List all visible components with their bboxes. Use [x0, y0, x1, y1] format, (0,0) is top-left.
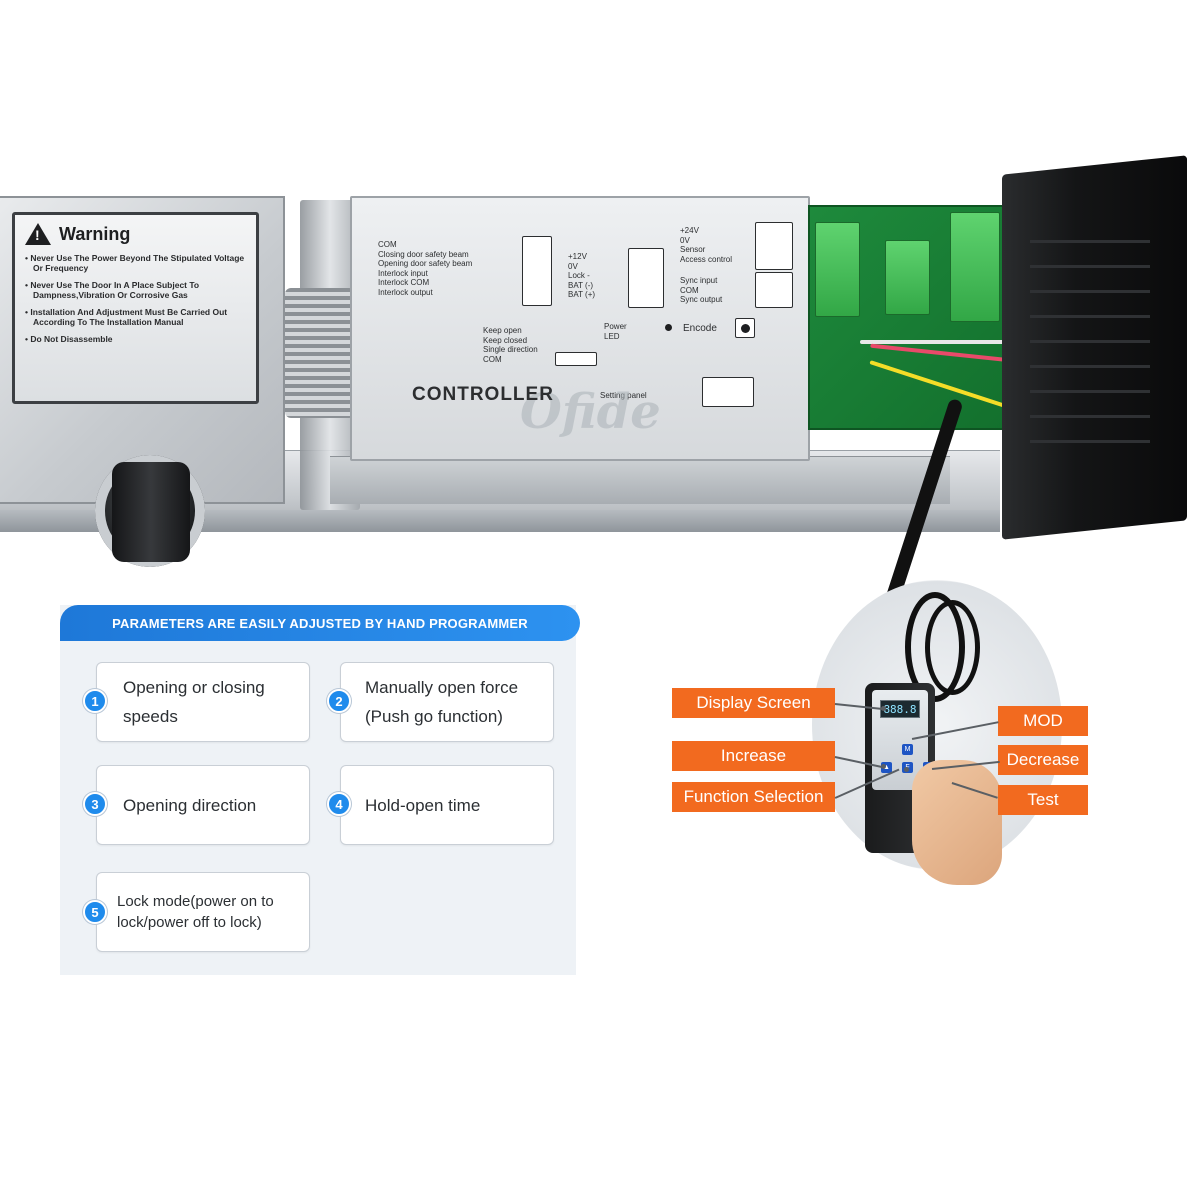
pin-label: COM [680, 285, 699, 295]
encode-label: Encode [683, 323, 717, 334]
pin-label: COM [483, 354, 502, 364]
pin-label: Lock - [568, 271, 590, 280]
pin-label: Sync output [680, 295, 723, 304]
pin-label: Keep open [483, 326, 522, 335]
mod-button[interactable]: M [902, 744, 913, 755]
terminal-connector [755, 222, 793, 270]
warning-item: • Installation And Adjustment Must Be Ca… [25, 307, 228, 327]
cover-fins [1030, 240, 1150, 443]
pin-label: COM [378, 240, 397, 249]
pin-label: Interlock COM [378, 278, 430, 287]
leader-dot [904, 767, 909, 772]
pin-labels-power: +12V 0V Lock - BAT (-) BAT (+) [568, 252, 595, 300]
label-test: Test [998, 785, 1088, 815]
label-increase: Increase [672, 741, 835, 771]
feature-number-badge: 2 [327, 689, 351, 713]
cable-loop [925, 600, 980, 695]
parameter-banner: PARAMETERS ARE EASILY ADJUSTED BY HAND P… [60, 605, 580, 641]
pin-label: Interlock input [378, 268, 428, 278]
feature-text: Opening direction [123, 795, 257, 815]
feature-text: Hold-open time [365, 795, 481, 815]
pin-label: Opening door safety beam [378, 259, 473, 268]
pin-labels-safety: COM Closing door safety beam Opening doo… [378, 240, 472, 297]
brand-watermark: Ofide [520, 384, 661, 440]
warning-item: • Never Use The Power Beyond The Stipula… [25, 253, 245, 273]
feature-text: Opening or closing speeds [123, 678, 265, 726]
rail-lower-edge [0, 510, 1000, 532]
warning-item: • Do Not Disassemble [25, 334, 113, 344]
leader-dot [881, 764, 886, 769]
led-dot [665, 324, 672, 331]
warning-plate: ! Warning • Never Use The Power Beyond T… [12, 212, 259, 404]
terminal-connector [628, 248, 664, 308]
feature-text: Lock mode(power on to lock/power off to … [117, 893, 274, 931]
power-led-label: Power LED [604, 322, 627, 341]
white-wire [860, 340, 1035, 344]
pin-label: +12V [568, 252, 587, 261]
pin-label: Sensor [680, 245, 706, 254]
feature-text: Manually open force (Push go function) [365, 678, 519, 726]
pin-label: +24V [680, 226, 699, 235]
programmer-display: 888.8 [880, 700, 920, 718]
feature-number-badge: 4 [327, 792, 351, 816]
feature-number-badge: 3 [83, 792, 107, 816]
encode-button-icon [735, 318, 755, 338]
increase-button[interactable]: ▲ [881, 762, 892, 773]
green-terminal-block [885, 240, 930, 315]
label-decrease: Decrease [998, 745, 1088, 775]
feature-number-badge: 5 [83, 900, 107, 924]
pin-label: 0V [680, 235, 690, 245]
feature-direction: Opening direction [96, 765, 310, 845]
pin-label: Sync input [680, 276, 718, 285]
green-terminal-block [815, 222, 860, 317]
leader-dot [881, 706, 886, 711]
feature-lock-mode: Lock mode(power on to lock/power off to … [96, 872, 310, 952]
green-terminal-block [950, 212, 1000, 322]
label-mod: MOD [998, 706, 1088, 736]
pin-label: Interlock output [378, 287, 433, 297]
pin-label: 0V [568, 261, 578, 271]
controller-label: CONTROLLER [412, 384, 554, 405]
pin-label: Closing door safety beam [378, 249, 469, 259]
warning-icon: ! [25, 223, 51, 245]
label-function-selection: Function Selection [672, 782, 835, 812]
terminal-connector [522, 236, 552, 306]
pin-label: Single direction [483, 345, 538, 354]
pin-labels-mode: Keep open Keep closed Single direction C… [483, 326, 538, 364]
label-display-screen: Display Screen [672, 688, 835, 718]
feature-number-badge: 1 [83, 689, 107, 713]
feature-speed: Opening or closing speeds [96, 662, 310, 742]
setting-panel-connector [702, 377, 754, 407]
pin-label: Access control [680, 254, 733, 264]
hand [912, 760, 1002, 885]
setting-panel-label: Setting panel [600, 391, 647, 400]
coiled-cable [285, 288, 355, 418]
feature-hold-open: Hold-open time [340, 765, 554, 845]
terminal-connector [555, 352, 597, 366]
warning-item: • Never Use The Door In A Place Subject … [25, 280, 200, 300]
warning-title: Warning [59, 223, 131, 244]
pin-label: Keep closed [483, 335, 528, 345]
controller-base [330, 456, 950, 504]
pin-labels-sync: Sync input COM Sync output [680, 276, 722, 305]
pin-label: BAT (-) [568, 280, 594, 290]
pin-labels-sensor: +24V 0V Sensor Access control [680, 226, 732, 264]
pin-label: BAT (+) [568, 290, 596, 299]
motor-shaft [112, 462, 190, 562]
terminal-connector [755, 272, 793, 308]
feature-force: Manually open force (Push go function) [340, 662, 554, 742]
controller-box [350, 196, 810, 461]
